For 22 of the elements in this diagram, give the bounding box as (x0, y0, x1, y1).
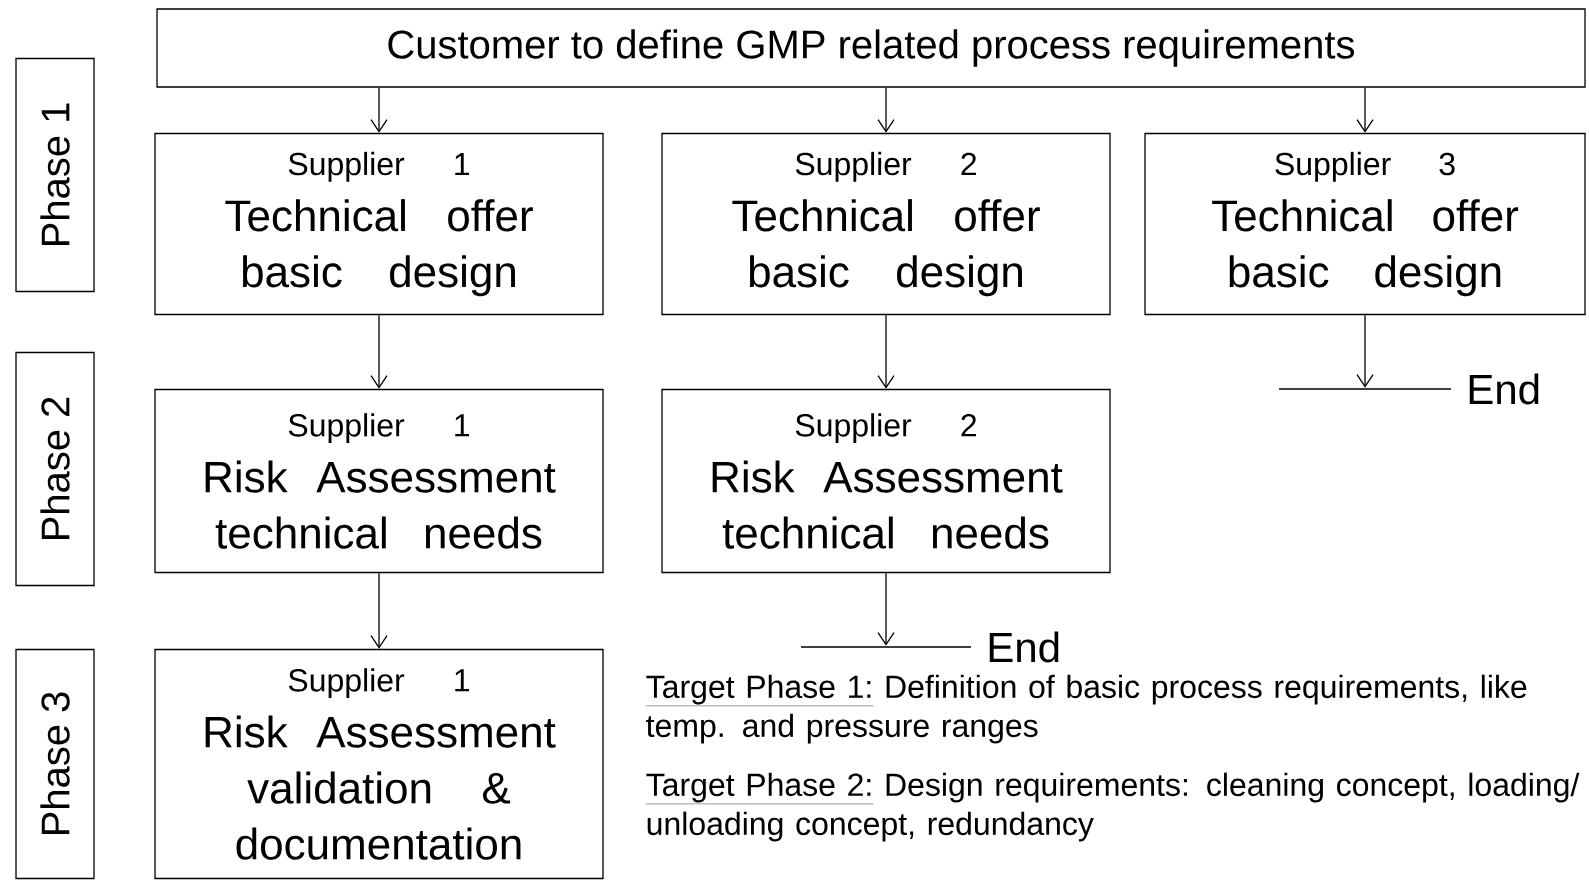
phase-box: Phase 1 (15, 57, 95, 293)
target-note: Target Phase 1: Definition of basic process requirements, like temp. and pressure ranges (645, 674, 1527, 744)
supplier-box: Supplier 2 Technical offer basic design (661, 132, 1111, 316)
supplier-box: Supplier 3 Technical offer basic design (1144, 132, 1586, 316)
arrow (370, 572, 388, 649)
arrow (1356, 314, 1374, 388)
phase-box: Phase 2 (15, 351, 95, 587)
arrow (877, 572, 895, 646)
target-note: Target Phase 2: Design requirements: cleaning concept, loading/ unloading concept, redundancy (645, 772, 1580, 842)
arrow (877, 87, 895, 133)
supplier-box: Supplier 1 Risk Assessment validation & documentation (154, 648, 604, 880)
process-box: Customer to define GMP related process requirements (156, 8, 1586, 88)
arrow (370, 87, 388, 133)
arrow (370, 314, 388, 389)
arrow (877, 314, 895, 389)
end-text: End (1469, 373, 1539, 405)
phase-box: Phase 3 (15, 648, 95, 880)
end-text: End (989, 631, 1059, 663)
supplier-box: Supplier 2 Risk Assessment technical needs (661, 388, 1111, 574)
arrow (1356, 87, 1374, 133)
supplier-box: Supplier 1 Risk Assessment technical needs (154, 388, 604, 574)
supplier-box: Supplier 1 Technical offer basic design (154, 132, 604, 316)
